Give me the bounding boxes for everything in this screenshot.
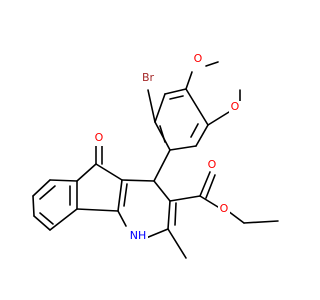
bond-aryl-inner-1 xyxy=(169,95,184,100)
atom-br: Br xyxy=(142,71,155,84)
bond-aryl-4 xyxy=(169,145,197,151)
bond-ester-c-o-carbonyl xyxy=(199,171,211,197)
bond-c2-n1 xyxy=(145,228,169,239)
bg-nh xyxy=(126,229,148,243)
bond-benzo-2 xyxy=(32,179,51,197)
bond-c3-ester-c xyxy=(169,195,201,202)
bonds xyxy=(32,61,279,259)
bg-o-ester-ether xyxy=(218,203,230,215)
atom-labels: O O Br O O O NH xyxy=(93,52,241,243)
bond-c5-c5a xyxy=(76,163,97,182)
bond-c3-c2 xyxy=(167,200,171,230)
bond-aryl-c4 xyxy=(153,149,171,182)
bond-benzo-4 xyxy=(33,215,51,231)
bg-o-methoxy-2 xyxy=(229,101,241,113)
bond-ring-br xyxy=(147,89,156,123)
bond-aryl-1 xyxy=(164,88,187,95)
bond-c4b-c5 xyxy=(95,163,123,181)
bond-benzo-inner-2 xyxy=(39,212,54,225)
bond-c4-c3 xyxy=(153,180,171,202)
bond-aryl-6 xyxy=(154,93,166,123)
bg-o-ketone xyxy=(93,134,105,146)
bond-c9b-c9a xyxy=(76,208,119,212)
bond-ester-c-o-carbonyl-2 xyxy=(205,174,216,199)
atom-o-ketone: O xyxy=(95,131,104,144)
bond-c2-c2-inner xyxy=(174,202,177,226)
bond-aryl-inner-2 xyxy=(190,123,199,138)
bond-n1-c9a xyxy=(117,210,127,227)
atom-o-methoxy-2: O xyxy=(231,100,240,113)
atom-o-methoxy-1: O xyxy=(194,52,203,65)
bond-benzo-5 xyxy=(49,208,78,231)
atom-nh: NH xyxy=(130,229,147,242)
bond-c2-methyl xyxy=(167,228,187,259)
bond-ch2-ch3 xyxy=(243,220,279,224)
bond-ester-c-o-ether xyxy=(199,195,219,208)
bond-benzo-3 xyxy=(32,195,35,217)
bond-o-ether-ch2 xyxy=(227,210,245,224)
bond-benzo-1 xyxy=(49,179,78,182)
bond-aryl-2 xyxy=(185,88,209,126)
bond-methyl-o1 xyxy=(205,61,219,67)
bond-o1-ring xyxy=(185,71,193,90)
bond-c9a-c4b xyxy=(117,179,123,212)
bg-o-ester-carbonyl xyxy=(206,159,218,171)
atom-o-ester-carbonyl: O xyxy=(208,158,217,171)
atom-o-ester-ether: O xyxy=(220,202,229,215)
molecule-structure-diagram: O O Br O O O NH xyxy=(32,52,279,259)
bond-c4b-c4 xyxy=(121,179,155,182)
bond-c9a-c4b-inner xyxy=(123,183,128,207)
bg-o-methoxy-1 xyxy=(192,52,204,64)
bond-benzo-inner-1 xyxy=(39,185,56,200)
bond-aryl-inner-3 xyxy=(159,125,166,143)
bond-o2-ring xyxy=(207,111,230,126)
bond-aryl-3 xyxy=(195,124,209,147)
